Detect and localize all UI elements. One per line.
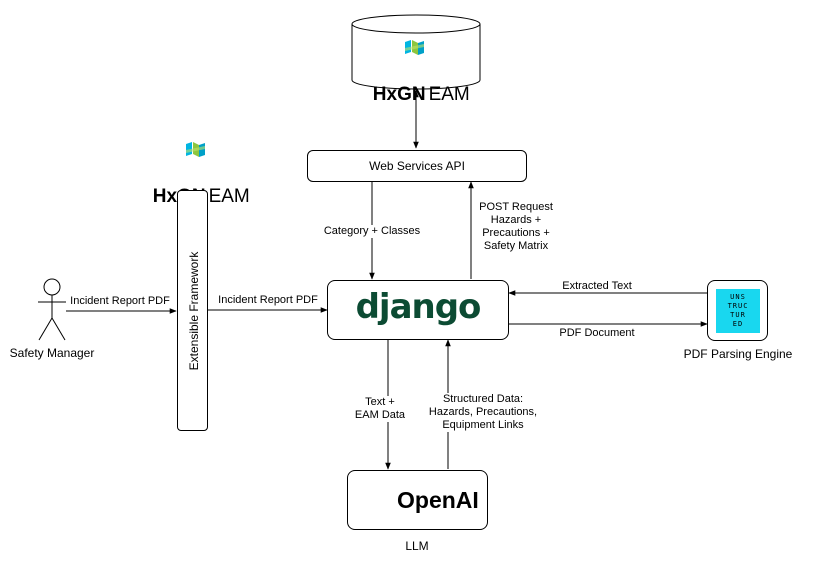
edge-label-framework-to-django: Incident Report PDF: [218, 294, 318, 306]
unstructured-node[interactable]: UNS TRUC TUR ED: [707, 280, 768, 341]
django-logo: django: [355, 287, 482, 327]
web-services-api-node[interactable]: Web Services API: [307, 150, 527, 182]
edge-label-line: Hazards, Precautions,: [428, 406, 538, 418]
edge-label-line: Equipment Links: [442, 419, 524, 431]
unstructured-caption: PDF Parsing Engine: [683, 347, 793, 361]
unstructured-logo-line: TRUC: [727, 302, 749, 310]
django-node[interactable]: django: [327, 280, 509, 340]
unstructured-logo-line: ED: [732, 320, 744, 328]
extensible-framework-node[interactable]: Extensible Framework: [177, 190, 208, 431]
edge-label-django-to-openai: Text + EAM Data: [346, 396, 414, 422]
hxgn-side-logo-light: EAM: [208, 186, 250, 207]
extensible-framework-label: Extensible Framework: [186, 251, 201, 371]
openai-node[interactable]: OpenAI: [347, 470, 488, 530]
edge-label-openai-to-django: Structured Data: Hazards, Precautions, E…: [422, 393, 544, 432]
edge-label-line: Safety Matrix: [483, 240, 549, 252]
edge-label-django-to-parser: PDF Document: [559, 327, 635, 339]
hexagon-logo-icon: [186, 142, 205, 157]
safety-manager-caption: Safety Manager: [9, 346, 95, 360]
hexagon-logo-icon: [405, 40, 424, 55]
safety-manager-actor-icon: [38, 278, 66, 341]
edge-label-line: POST Request: [479, 201, 553, 213]
openai-logo: OpenAI: [397, 487, 479, 513]
unstructured-logo-line: TUR: [730, 311, 746, 319]
edge-label-line: Text +: [365, 396, 395, 408]
edge-label-parser-to-django: Extracted Text: [562, 280, 632, 292]
hxgn-db-logo-bold: HxGN: [372, 84, 426, 105]
edge-label-line: Hazards +: [490, 214, 542, 226]
edge-label-api-to-django: Category + Classes: [322, 225, 422, 238]
hxgn-eam-database[interactable]: [351, 14, 481, 90]
unstructured-logo-line: UNS: [730, 293, 746, 301]
edge-label-django-to-api: POST Request Hazards + Precautions + Saf…: [474, 201, 558, 253]
edge-label-manager-to-framework: Incident Report PDF: [70, 295, 170, 307]
openai-caption: LLM: [405, 539, 429, 553]
edge-label-line: Structured Data:: [442, 393, 524, 405]
edge-label-line: EAM Data: [354, 409, 406, 421]
hxgn-db-logo-light: EAM: [428, 84, 470, 105]
web-services-api-label: Web Services API: [369, 159, 465, 173]
edge-label-line: Precautions +: [482, 227, 550, 239]
unstructured-logo-icon: UNS TRUC TUR ED: [716, 289, 760, 333]
